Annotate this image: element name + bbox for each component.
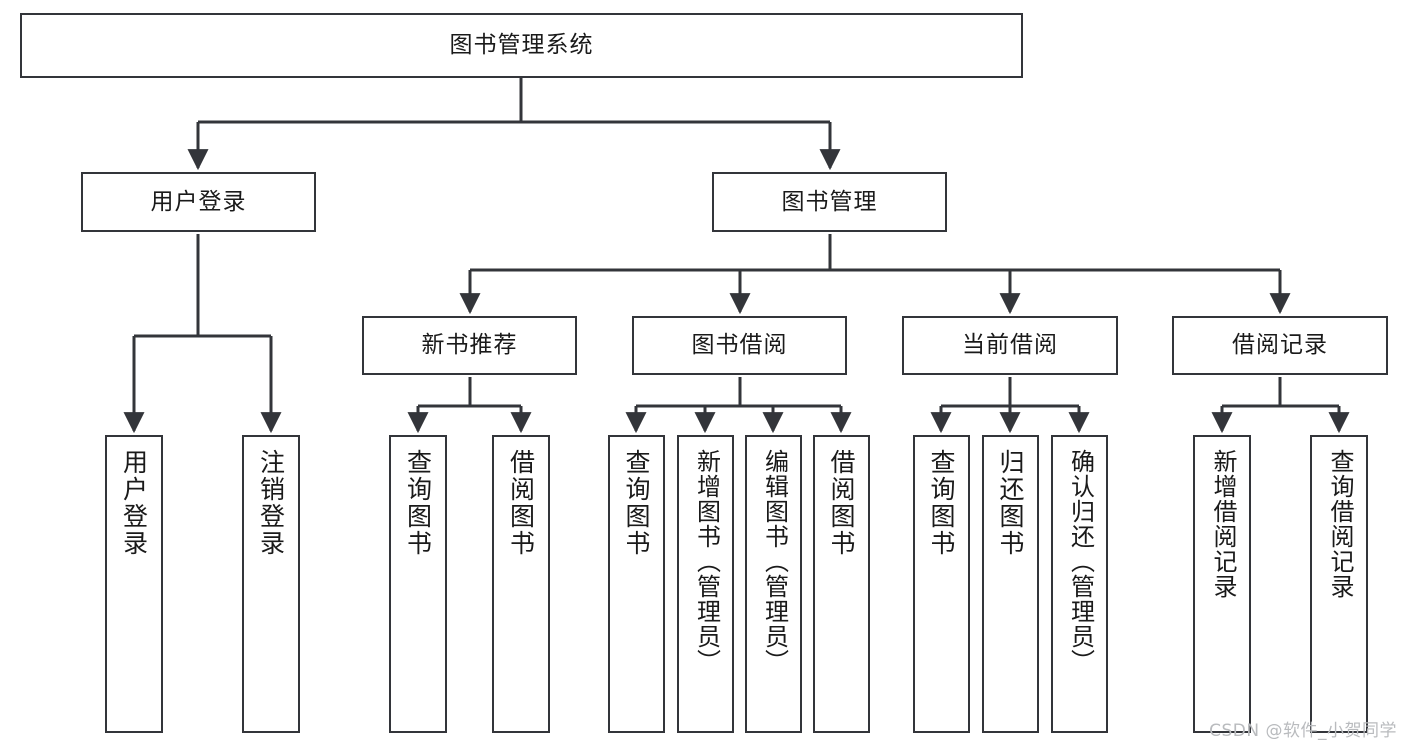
node-label: 新增借阅记录	[1208, 449, 1237, 599]
leaf-current-borrow-return-book[interactable]: 归还图书	[982, 435, 1039, 733]
leaf-book-borrow-borrow-book[interactable]: 借阅图书	[813, 435, 870, 733]
node-borrow-record[interactable]: 借阅记录	[1172, 316, 1388, 375]
node-label: 新增图书（管理员）	[692, 449, 721, 674]
node-label: 用户登录	[150, 188, 247, 215]
leaf-borrow-record-query-record[interactable]: 查询借阅记录	[1310, 435, 1368, 733]
node-root-book-management-system[interactable]: 图书管理系统	[20, 13, 1023, 78]
leaf-new-book-query-book[interactable]: 查询图书	[389, 435, 447, 733]
leaf-new-book-borrow-book[interactable]: 借阅图书	[492, 435, 550, 733]
watermark-text: CSDN @软件_小贺同学	[1209, 721, 1397, 741]
leaf-user-login-logout[interactable]: 注销登录	[242, 435, 300, 733]
leaf-borrow-record-add-record[interactable]: 新增借阅记录	[1193, 435, 1251, 733]
leaf-user-login-login[interactable]: 用户登录	[105, 435, 163, 733]
node-current-borrow[interactable]: 当前借阅	[902, 316, 1118, 375]
node-book-management[interactable]: 图书管理	[712, 172, 947, 232]
node-label: 归还图书	[996, 449, 1025, 557]
node-label: 查询图书	[622, 449, 651, 557]
node-label: 编辑图书（管理员）	[760, 449, 789, 674]
node-label: 借阅图书	[506, 449, 536, 557]
leaf-book-borrow-add-book-admin[interactable]: 新增图书（管理员）	[677, 435, 734, 733]
node-label: 图书管理	[781, 188, 878, 215]
node-label: 确认归还（管理员）	[1066, 449, 1095, 674]
node-user-login[interactable]: 用户登录	[81, 172, 316, 232]
node-label: 查询图书	[403, 449, 433, 557]
node-label: 当前借阅	[962, 332, 1058, 358]
node-book-borrow[interactable]: 图书借阅	[632, 316, 847, 375]
node-new-book-recommendation[interactable]: 新书推荐	[362, 316, 577, 375]
node-label: 图书借阅	[691, 332, 788, 358]
node-label: 注销登录	[256, 449, 286, 557]
node-label: 图书管理系统	[449, 32, 594, 58]
node-label: 新书推荐	[421, 332, 518, 358]
leaf-book-borrow-edit-book-admin[interactable]: 编辑图书（管理员）	[745, 435, 802, 733]
node-label: 借阅记录	[1232, 332, 1328, 358]
node-label: 借阅图书	[827, 449, 856, 557]
leaf-current-borrow-query-book[interactable]: 查询图书	[913, 435, 970, 733]
leaf-current-borrow-confirm-return-admin[interactable]: 确认归还（管理员）	[1051, 435, 1108, 733]
node-label: 查询借阅记录	[1325, 449, 1354, 599]
node-label: 查询图书	[927, 449, 956, 557]
leaf-book-borrow-query-book[interactable]: 查询图书	[608, 435, 665, 733]
node-label: 用户登录	[119, 449, 149, 557]
